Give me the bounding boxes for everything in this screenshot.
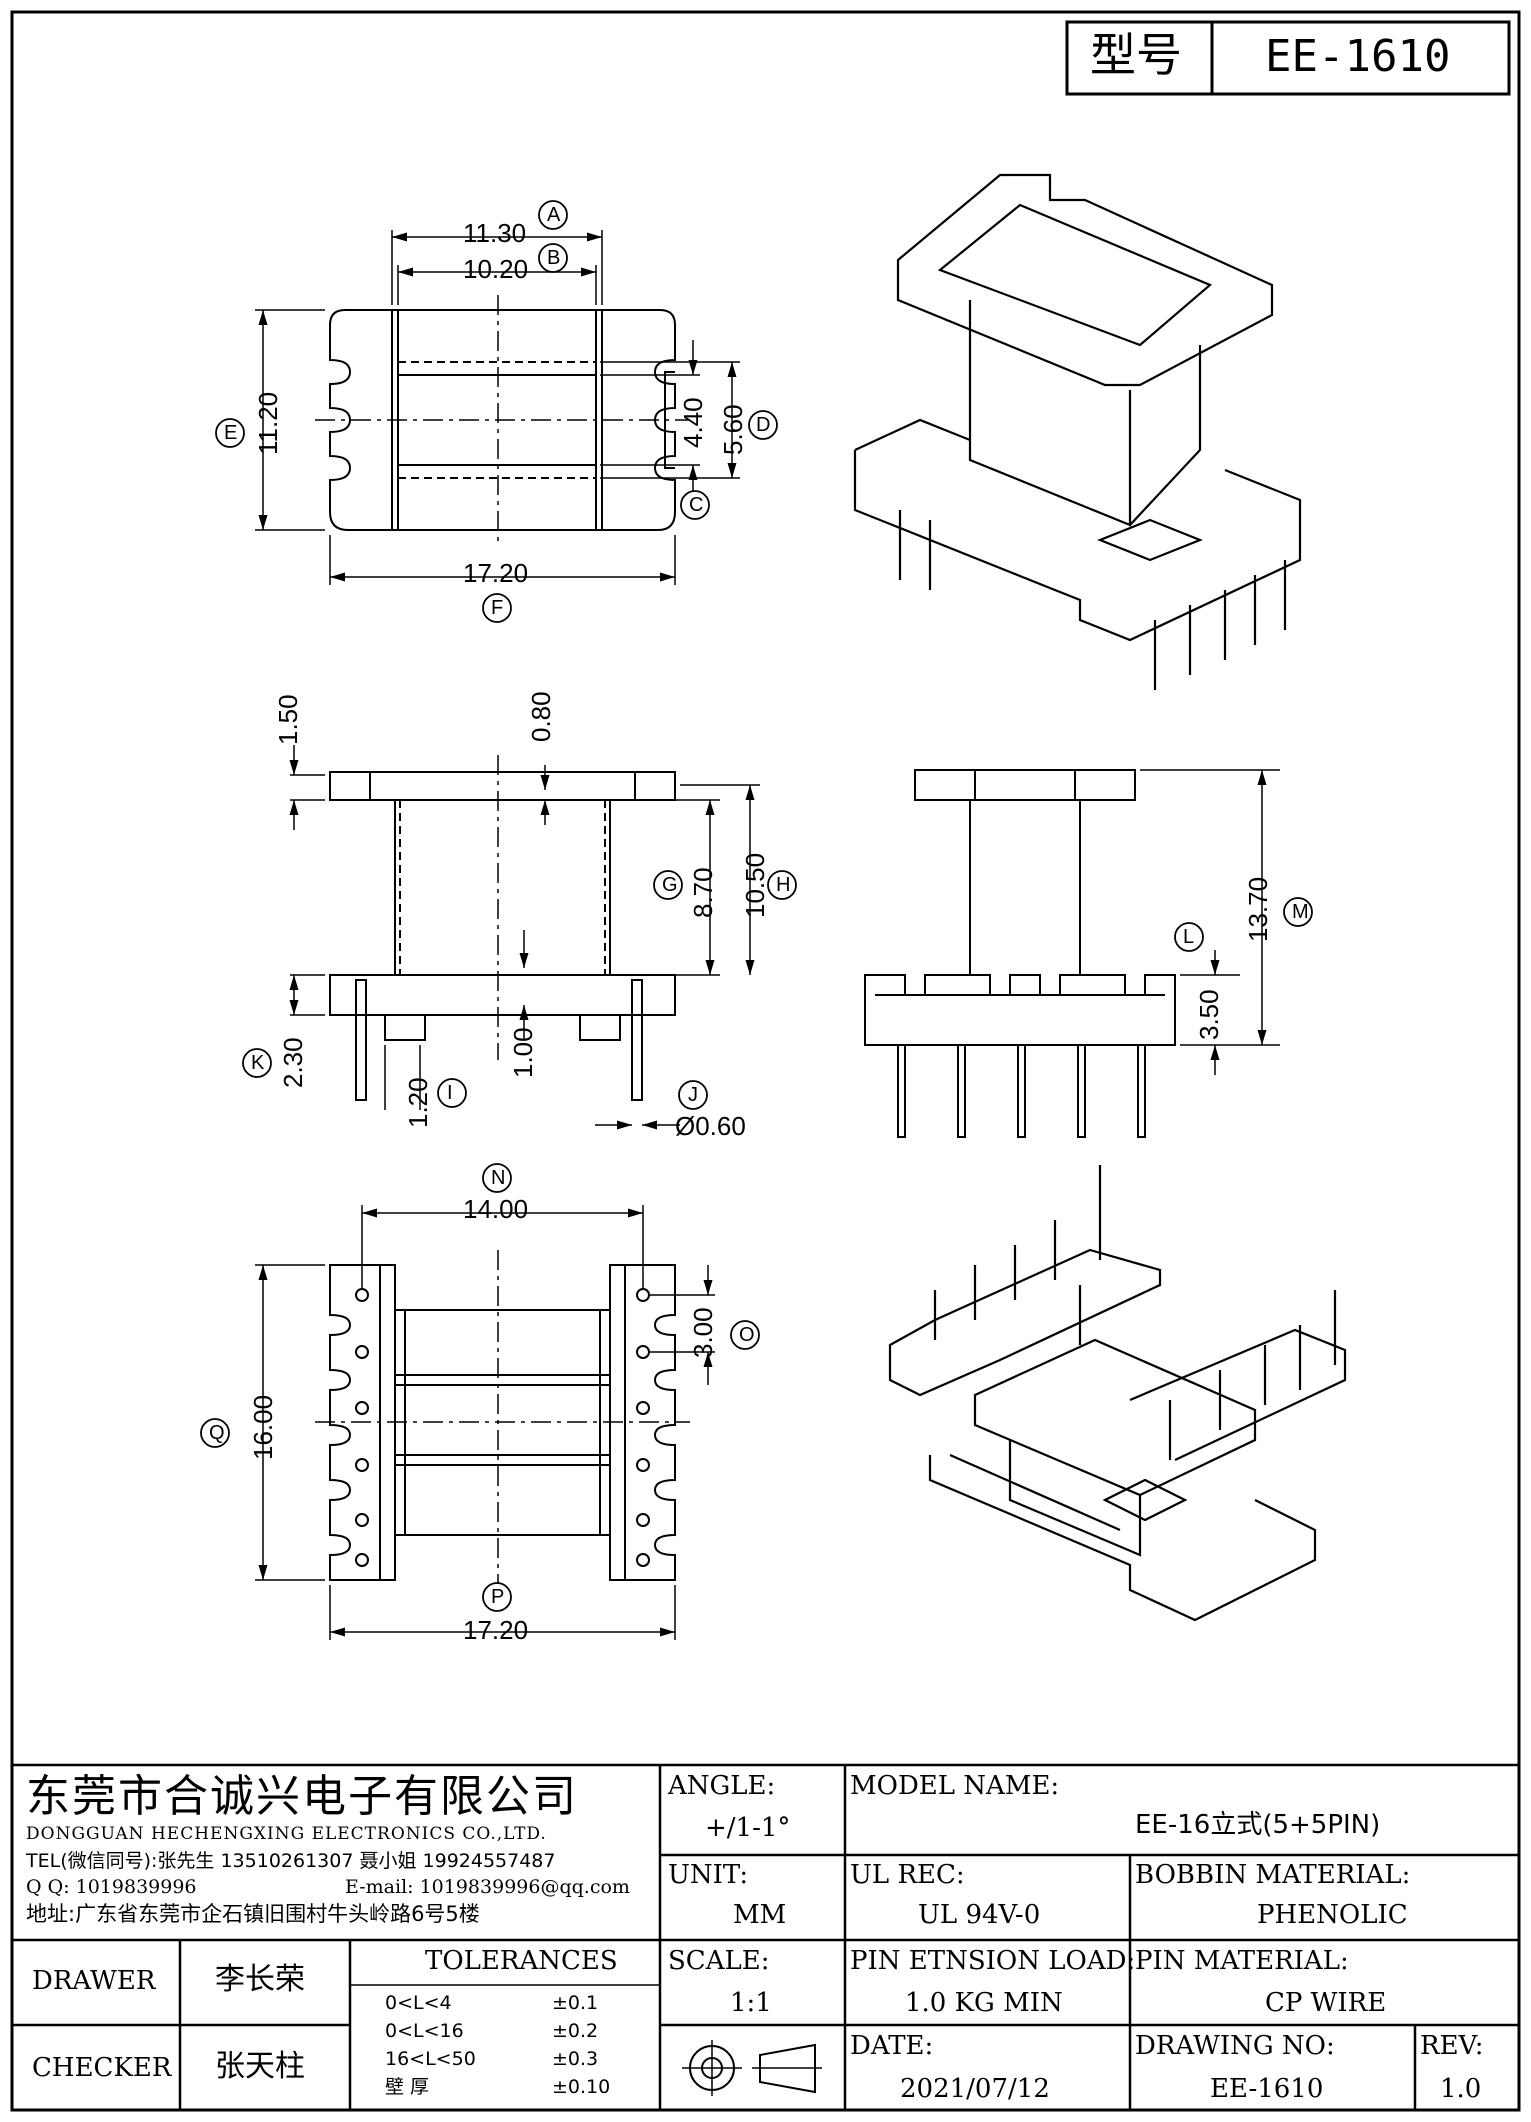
tag-o: O (739, 1324, 755, 1346)
rev-value: 1.0 (1440, 2074, 1482, 2104)
dim-0-80-value: 0.80 (526, 691, 556, 742)
tolerances-title: TOLERANCES (425, 1946, 618, 1976)
pin-material-label: PIN MATERIAL: (1135, 1946, 1349, 1976)
sheet-border (10, 10, 1521, 2112)
model-name-value: EE-16立式(5+5PIN) (1135, 1810, 1381, 1840)
dim-k-value: 2.30 (278, 1037, 308, 1088)
dim-i-value: 1.20 (403, 1077, 433, 1128)
checker-label: CHECKER (32, 2053, 172, 2083)
model-name-label: MODEL NAME: (850, 1771, 1060, 1801)
checker-value: 张天柱 (215, 2049, 305, 2084)
side-view-outline (864, 769, 1176, 1138)
tag-circles (200, 200, 1313, 1612)
tolerance-value-1: ±0.1 (552, 1992, 599, 2014)
tolerance-range-1: 0<L<4 (385, 1992, 452, 2014)
header-box (1065, 20, 1511, 96)
tolerance-value-4: ±0.10 (552, 2076, 611, 2098)
angle-value: +/1-1° (705, 1813, 791, 1843)
tolerance-range-4: 壁 厚 (385, 2076, 430, 2098)
bobbin-material-value: PHENOLIC (1257, 1900, 1408, 1930)
company-name-en: DONGGUAN HECHENGXING ELECTRONICS CO.,LTD… (26, 1824, 547, 1844)
company-email: E-mail: 1019839996@qq.com (345, 1876, 630, 1898)
rev-label: REV: (1420, 2031, 1484, 2061)
tag-d: D (756, 414, 771, 436)
pin-material-value: CP WIRE (1265, 1988, 1387, 2018)
dim-b-value: 10.20 (463, 254, 529, 284)
ul-label: UL REC: (850, 1860, 965, 1890)
drawer-label: DRAWER (32, 1966, 156, 1996)
tag-m: M (1292, 901, 1309, 923)
tag-p: P (491, 1586, 505, 1608)
tag-e: E (224, 422, 238, 444)
dim-f-value: 17.20 (463, 558, 529, 588)
tag-l: L (1183, 926, 1195, 948)
dim-e-value: 11.20 (253, 391, 283, 455)
tolerance-range-2: 0<L<16 (385, 2020, 464, 2042)
tag-j: J (688, 1084, 698, 1106)
dim-j-value: Ø0.60 (675, 1111, 746, 1141)
company-address: 地址:广东省东莞市企石镇旧围村牛头岭路6号5楼 (26, 1902, 480, 1926)
unit-value: MM (733, 1900, 787, 1930)
top-view-outline (315, 295, 690, 545)
dim-o-value: 3.00 (688, 1307, 718, 1358)
tag-n: N (491, 1167, 506, 1189)
scale-value: 1:1 (730, 1988, 772, 2018)
dim-q-value: 16.00 (248, 1394, 278, 1460)
model-number: EE-1610 (1265, 31, 1451, 82)
dim-h-value: 10.50 (740, 852, 770, 918)
angle-label: ANGLE: (668, 1771, 776, 1801)
tag-c: C (689, 494, 704, 516)
drawer-value: 李长荣 (215, 1962, 305, 1997)
scale-label: SCALE: (668, 1946, 770, 1976)
iso-view-bottom (888, 1165, 1347, 1622)
dim-d-value: 5.60 (718, 404, 748, 455)
drawing-no-value: EE-1610 (1210, 2074, 1324, 2104)
date-value: 2021/07/12 (900, 2074, 1050, 2104)
tolerance-value-2: ±0.2 (552, 2020, 599, 2042)
dim-c-value: 4.40 (678, 397, 708, 448)
title-block-grid (12, 1763, 1519, 2110)
tag-a: A (547, 204, 561, 226)
ul-value: UL 94V-0 (918, 1900, 1041, 1930)
front-view-outline (329, 755, 676, 1101)
bobbin-material-label: BOBBIN MATERIAL: (1135, 1860, 1411, 1890)
company-qq: Q Q: 1019839996 (26, 1876, 197, 1898)
dim-m-value: 13.70 (1243, 876, 1273, 942)
pin-load-label: PIN ETNSION LOAD: (850, 1946, 1136, 1976)
pin-load-value: 1.0 KG MIN (905, 1988, 1063, 2018)
date-label: DATE: (850, 2031, 934, 2061)
dim-1-00-value: 1.00 (508, 1027, 538, 1078)
dim-n-value: 14.00 (463, 1194, 529, 1224)
tag-h: H (776, 874, 791, 896)
tolerance-range-3: 16<L<50 (385, 2048, 476, 2070)
tag-g: G (662, 874, 678, 896)
tag-b: B (547, 247, 561, 269)
company-name-cn: 东莞市合诚兴电子有限公司 (26, 1771, 578, 1822)
tolerance-value-3: ±0.3 (552, 2048, 599, 2070)
dim-1-50-value: 1.50 (273, 694, 303, 745)
iso-view-top (853, 173, 1302, 690)
dim-g-value: 8.70 (688, 867, 718, 918)
company-tel: TEL(微信同号):张先生 13510261307 聂小姐 1992455748… (26, 1850, 556, 1872)
drawing-no-label: DRAWING NO: (1135, 2031, 1335, 2061)
tag-k: K (251, 1052, 265, 1074)
tag-q: Q (209, 1422, 225, 1444)
bottom-view-outline (315, 1250, 690, 1595)
unit-label: UNIT: (668, 1860, 749, 1890)
model-label: 型号 (1090, 28, 1182, 82)
tag-f: F (491, 597, 504, 619)
tag-i: I (447, 1082, 453, 1104)
dim-l-value: 3.50 (1194, 989, 1224, 1040)
dim-p-value: 17.20 (463, 1615, 529, 1645)
dim-a-value: 11.30 (463, 218, 527, 248)
